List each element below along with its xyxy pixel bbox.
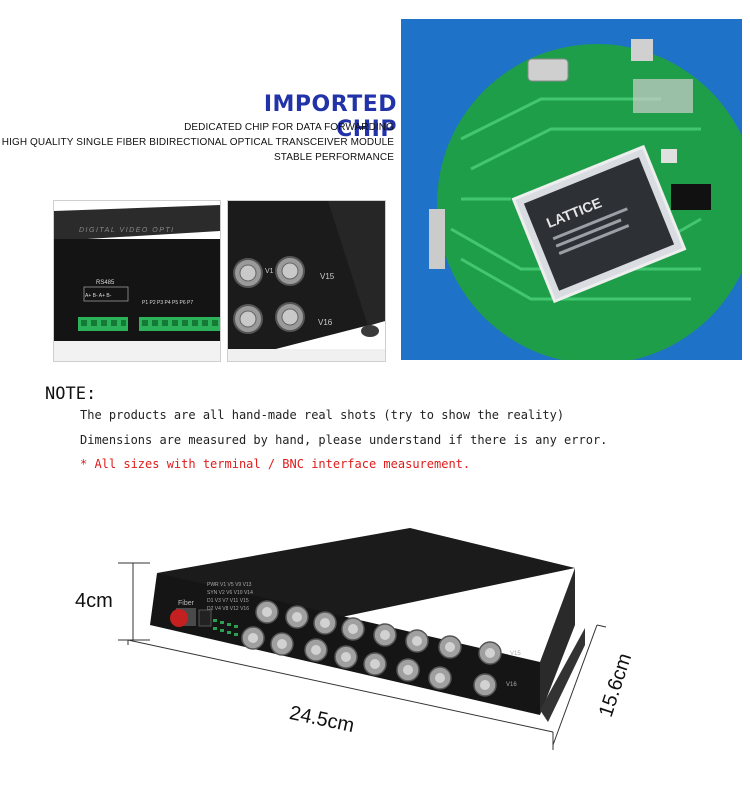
section-title: IMPORTED CHIP <box>263 92 397 142</box>
product-dimension-illustration: Fiber PWR V1 V5 V9 V13 SYN V2 V6 V10 V14… <box>0 500 750 800</box>
rs485-pins: A+ B- A+ B- <box>85 293 112 299</box>
green-terminal-block-left <box>78 317 128 331</box>
green-terminal-block-right <box>139 317 220 331</box>
led-label-1: PWR V1 V5 V9 V13 <box>207 582 252 588</box>
bnc-v16-label: V16 <box>318 318 333 327</box>
bnc-v15-product-label: V15 <box>510 651 521 657</box>
bnc-v15-label: V15 <box>320 272 335 281</box>
led-label-4: D2 V4 V8 V12 V16 <box>207 606 249 612</box>
note-line-1: The products are all hand-made real shot… <box>80 408 565 422</box>
bnc-connector-group <box>233 256 305 334</box>
rs485-label: RS485 <box>96 280 115 286</box>
feature-line-3: STABLE PERFORMANCE <box>274 152 394 163</box>
feature-line-1: DEDICATED CHIP FOR DATA FORWARDING <box>184 122 394 133</box>
led-label-3: D1 V3 V7 V11 V15 <box>207 598 249 604</box>
status-leds <box>213 619 238 636</box>
note-line-3: * All sizes with terminal / BNC interfac… <box>80 457 471 471</box>
panel-label: DIGITAL VIDEO OPTI <box>79 227 175 234</box>
note-line-2: Dimensions are measured by hand, please … <box>80 433 608 447</box>
terminal-panel-photo: RS485 A+ B- A+ B- P1 P2 P3 P4 P5 P6 P7 D… <box>53 200 221 362</box>
note-heading: NOTE: <box>45 384 97 404</box>
fiber-port <box>170 608 212 627</box>
chip-closeup-photo: LATTICE <box>401 19 742 360</box>
port-labels: P1 P2 P3 P4 P5 P6 P7 <box>142 300 193 306</box>
svg-text:V1: V1 <box>265 268 274 275</box>
bnc-v16-product-label: V16 <box>506 682 517 688</box>
bnc-closeup-photo: V1 V15 V16 <box>227 200 386 362</box>
fiber-label: Fiber <box>178 600 195 607</box>
led-label-2: SYN V2 V6 V10 V14 <box>207 590 253 596</box>
height-dimension-label: 4cm <box>75 590 113 612</box>
feature-line-2: HIGH QUALITY SINGLE FIBER BIDIRECTIONAL … <box>1 137 394 148</box>
dimension-lines <box>118 562 607 750</box>
